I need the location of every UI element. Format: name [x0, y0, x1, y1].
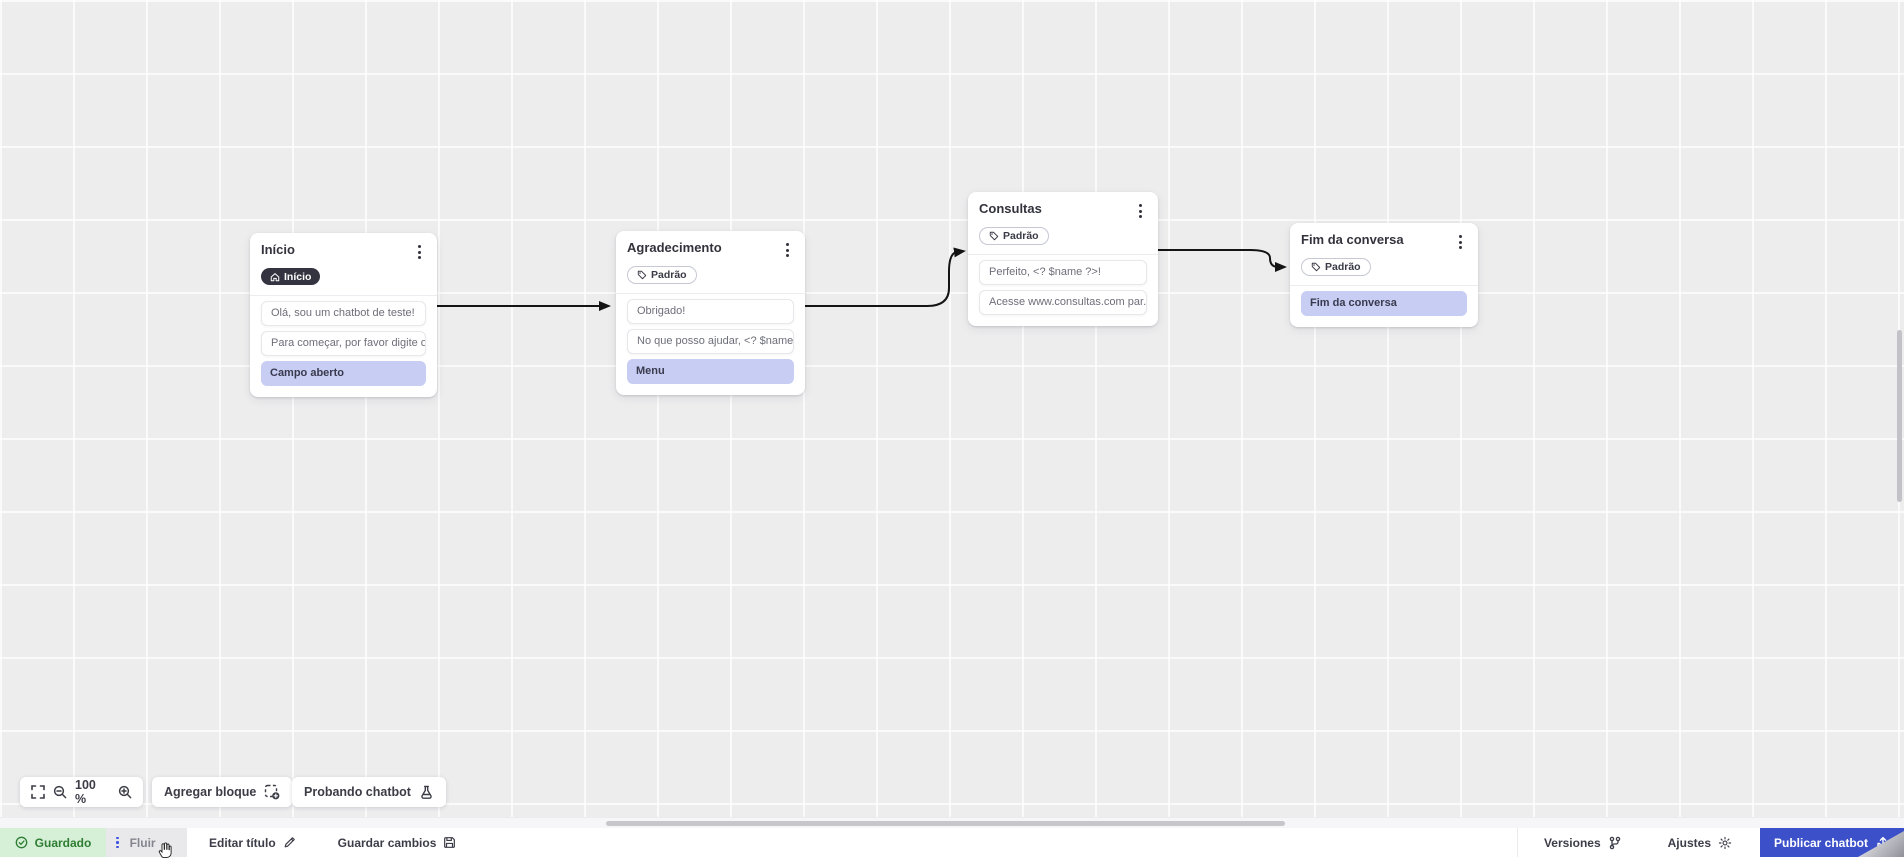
zoom-level: 100 %: [75, 778, 96, 806]
test-chatbot-button[interactable]: Probando chatbot: [292, 777, 446, 807]
publish-chatbot-label: Publicar chatbot: [1773, 835, 1868, 850]
add-block-label: Agregar bloque: [164, 785, 257, 799]
add-block-button[interactable]: Agregar bloque: [152, 777, 293, 807]
add-block-icon: [264, 784, 280, 800]
node-header: Agradecimento: [627, 240, 794, 260]
tag-icon: [1311, 262, 1321, 272]
connector-layer: [437, 247, 1287, 311]
node-type-badge: Padrão: [627, 266, 697, 284]
save-icon: [443, 836, 456, 849]
saved-label: Guardado: [34, 835, 92, 850]
connector-arrow-agradecimento-consultas: [805, 247, 966, 307]
test-chatbot-label: Probando chatbot: [304, 785, 411, 799]
flow-canvas[interactable]: Início Início Olá, sou um chatbot de tes…: [0, 0, 1904, 817]
flow-node-consultas[interactable]: Consultas Padrão Perfeito, <? $name ?>! …: [968, 192, 1158, 326]
bottom-status-bar: Guardado Fluir Editar título Guardar cam…: [0, 828, 1904, 857]
drag-handle-icon[interactable]: [116, 836, 119, 849]
message-bubble[interactable]: Perfeito, <? $name ?>!: [979, 260, 1147, 285]
badge-label: Padrão: [651, 269, 687, 281]
node-header: Início: [261, 242, 426, 262]
kebab-menu-icon[interactable]: [781, 240, 794, 260]
save-changes-button[interactable]: Guardar cambios: [324, 828, 471, 857]
flow-node-inicio[interactable]: Início Início Olá, sou um chatbot de tes…: [250, 233, 437, 397]
choice-chip[interactable]: Menu: [627, 359, 794, 384]
tag-icon: [637, 270, 647, 280]
fit-view-icon[interactable]: [31, 785, 45, 799]
node-title: Início: [261, 242, 295, 257]
flow-node-fim-da-conversa[interactable]: Fim da conversa Padrão Fim da conversa: [1290, 223, 1478, 327]
message-bubble[interactable]: Olá, sou um chatbot de teste!: [261, 300, 426, 326]
edit-title-label: Editar título: [209, 835, 276, 850]
divider: [616, 293, 805, 294]
flask-icon: [419, 785, 434, 800]
node-type-badge: Padrão: [979, 227, 1049, 245]
home-icon: [270, 272, 280, 282]
zoom-out-icon[interactable]: [53, 785, 67, 799]
node-title: Agradecimento: [627, 240, 722, 255]
edit-title-button[interactable]: Editar título: [195, 828, 310, 857]
connector-arrow-consultas-fim: [1158, 249, 1287, 272]
versions-label: Versiones: [1543, 835, 1601, 850]
divider: [250, 294, 437, 296]
node-header: Consultas: [979, 201, 1147, 221]
message-bubble[interactable]: Para começar, por favor digite o ...: [261, 330, 426, 356]
horizontal-scrollbar[interactable]: [606, 821, 1285, 826]
kebab-menu-icon[interactable]: [1454, 232, 1467, 252]
settings-button[interactable]: Ajustes: [1654, 828, 1746, 857]
node-header: Fim da conversa: [1301, 232, 1467, 252]
versions-button[interactable]: Versiones: [1530, 828, 1636, 857]
tag-icon: [989, 231, 999, 241]
save-changes-label: Guardar cambios: [337, 835, 437, 850]
node-title: Consultas: [979, 201, 1042, 216]
branch-icon: [1608, 836, 1622, 850]
divider: [1290, 285, 1478, 286]
kebab-menu-icon[interactable]: [413, 242, 426, 262]
node-type-badge: Padrão: [1301, 258, 1371, 276]
flow-node-agradecimento[interactable]: Agradecimento Padrão Obrigado! No que po…: [616, 231, 805, 395]
kebab-menu-icon[interactable]: [1134, 201, 1147, 221]
node-type-badge: Início: [261, 268, 321, 285]
message-bubble[interactable]: Obrigado!: [627, 299, 794, 324]
fluir-label: Fluir: [129, 835, 156, 850]
settings-label: Ajustes: [1667, 835, 1711, 850]
zoom-in-icon[interactable]: [118, 785, 132, 799]
message-bubble[interactable]: Acesse www.consultas.com par...: [979, 290, 1147, 315]
tab-fluir[interactable]: Fluir: [106, 828, 187, 857]
pencil-icon: [283, 836, 296, 849]
badge-label: Início: [284, 270, 312, 283]
badge-label: Padrão: [1325, 261, 1361, 273]
divider: [968, 254, 1158, 255]
zoom-toolbar: 100 %: [20, 777, 143, 807]
choice-chip[interactable]: Fim da conversa: [1301, 291, 1467, 316]
horizontal-scrollbar-track: [0, 817, 1904, 829]
node-title: Fim da conversa: [1301, 232, 1404, 247]
message-bubble[interactable]: No que posso ajudar, <? $name ...: [627, 329, 794, 354]
gear-icon: [1718, 836, 1732, 850]
statusbar-right-group: Versiones Ajustes Publicar chatbot: [1516, 828, 1904, 857]
badge-label: Padrão: [1003, 230, 1039, 242]
saved-status-badge: Guardado: [0, 828, 106, 857]
choice-chip[interactable]: Campo aberto: [261, 360, 426, 386]
check-circle-icon: [15, 836, 28, 849]
vertical-scrollbar[interactable]: [1897, 330, 1902, 502]
